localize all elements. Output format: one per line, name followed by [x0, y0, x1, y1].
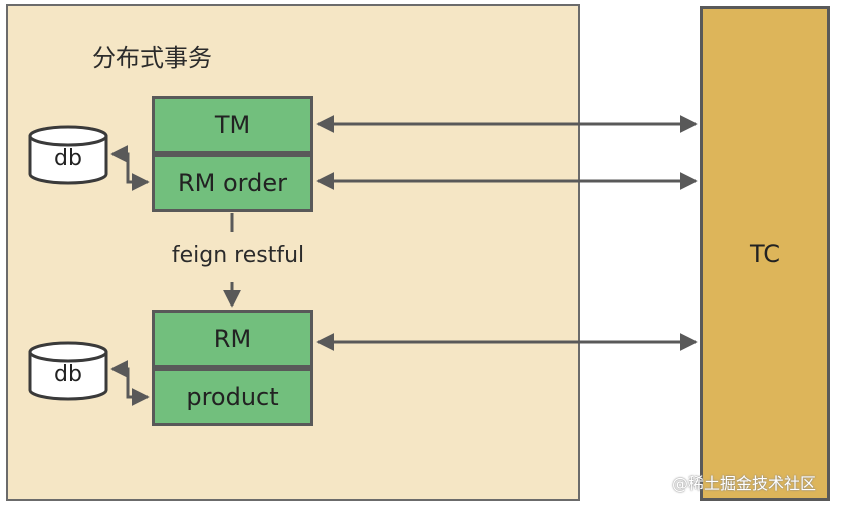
tm-box: TM [152, 96, 313, 154]
tc-box: TC [700, 6, 830, 501]
db-label-product: db [54, 362, 82, 387]
panel-title: 分布式事务 [92, 44, 212, 72]
rm-box: RM [152, 310, 313, 368]
product-label: product [186, 383, 279, 411]
rm-label: RM [213, 325, 252, 353]
db-product-link [110, 360, 150, 406]
database-icon [28, 125, 108, 185]
db-label-order: db [54, 146, 82, 171]
tm-label: TM [214, 111, 251, 139]
db-order-link [110, 145, 150, 191]
rm-order-label: RM order [177, 169, 287, 197]
feign-restful-label: feign restful [171, 243, 305, 268]
database-icon [28, 341, 108, 401]
rm-order-box: RM order [152, 154, 313, 212]
watermark-text: @稀土掘金技术社区 [672, 474, 817, 493]
tc-label: TC [749, 239, 780, 268]
product-box: product [152, 368, 313, 426]
